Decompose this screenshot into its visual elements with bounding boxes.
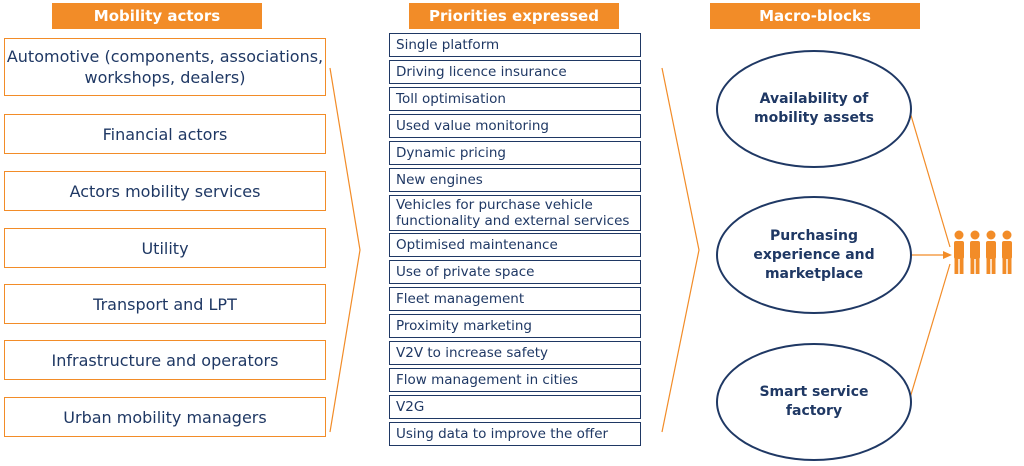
priority-item: Fleet management bbox=[389, 287, 641, 311]
priority-item: Use of private space bbox=[389, 260, 641, 284]
priority-item: Using data to improve the offer bbox=[389, 422, 641, 446]
macro-purchasing: Purchasing experience and marketplace bbox=[716, 196, 912, 314]
header-mobility-actors: Mobility actors bbox=[52, 3, 262, 29]
arrow-availability-to-users bbox=[909, 111, 951, 248]
actor-utility: Utility bbox=[4, 228, 326, 268]
priority-item: Used value monitoring bbox=[389, 114, 641, 138]
macro-label: Purchasing experience and marketplace bbox=[753, 227, 875, 282]
chevron-priorities-to-macro bbox=[661, 67, 700, 433]
priority-item: Dynamic pricing bbox=[389, 141, 641, 165]
people-group-icon bbox=[954, 230, 1012, 274]
macro-label: Smart service factory bbox=[759, 384, 869, 419]
chevron-actors-to-priorities bbox=[329, 67, 361, 433]
priority-item: Flow management in cities bbox=[389, 368, 641, 392]
header-macro-blocks: Macro-blocks bbox=[710, 3, 920, 29]
priority-item: V2V to increase safety bbox=[389, 341, 641, 365]
priority-item: Vehicles for purchase vehicle functional… bbox=[389, 195, 641, 231]
priority-item: New engines bbox=[389, 168, 641, 192]
arrowhead-icon bbox=[943, 251, 952, 259]
actor-automotive: Automotive (components, associations, wo… bbox=[4, 38, 326, 96]
actor-urban-managers: Urban mobility managers bbox=[4, 397, 326, 437]
actor-transport-lpt: Transport and LPT bbox=[4, 284, 326, 324]
macro-availability: Availability of mobility assets bbox=[716, 50, 912, 168]
priority-item: Driving licence insurance bbox=[389, 60, 641, 84]
priority-item: Toll optimisation bbox=[389, 87, 641, 111]
arrow-smart-to-users bbox=[909, 263, 951, 399]
priority-item: Optimised maintenance bbox=[389, 233, 641, 257]
priority-item: V2G bbox=[389, 395, 641, 419]
actor-infrastructure: Infrastructure and operators bbox=[4, 340, 326, 380]
macro-smart-service: Smart service factory bbox=[716, 343, 912, 461]
actor-mobility-services: Actors mobility services bbox=[4, 171, 326, 211]
actor-financial: Financial actors bbox=[4, 114, 326, 154]
priority-item: Proximity marketing bbox=[389, 314, 641, 338]
header-priorities-expressed: Priorities expressed bbox=[409, 3, 619, 29]
macro-label: Availability of mobility assets bbox=[754, 91, 874, 126]
priority-item: Single platform bbox=[389, 33, 641, 57]
